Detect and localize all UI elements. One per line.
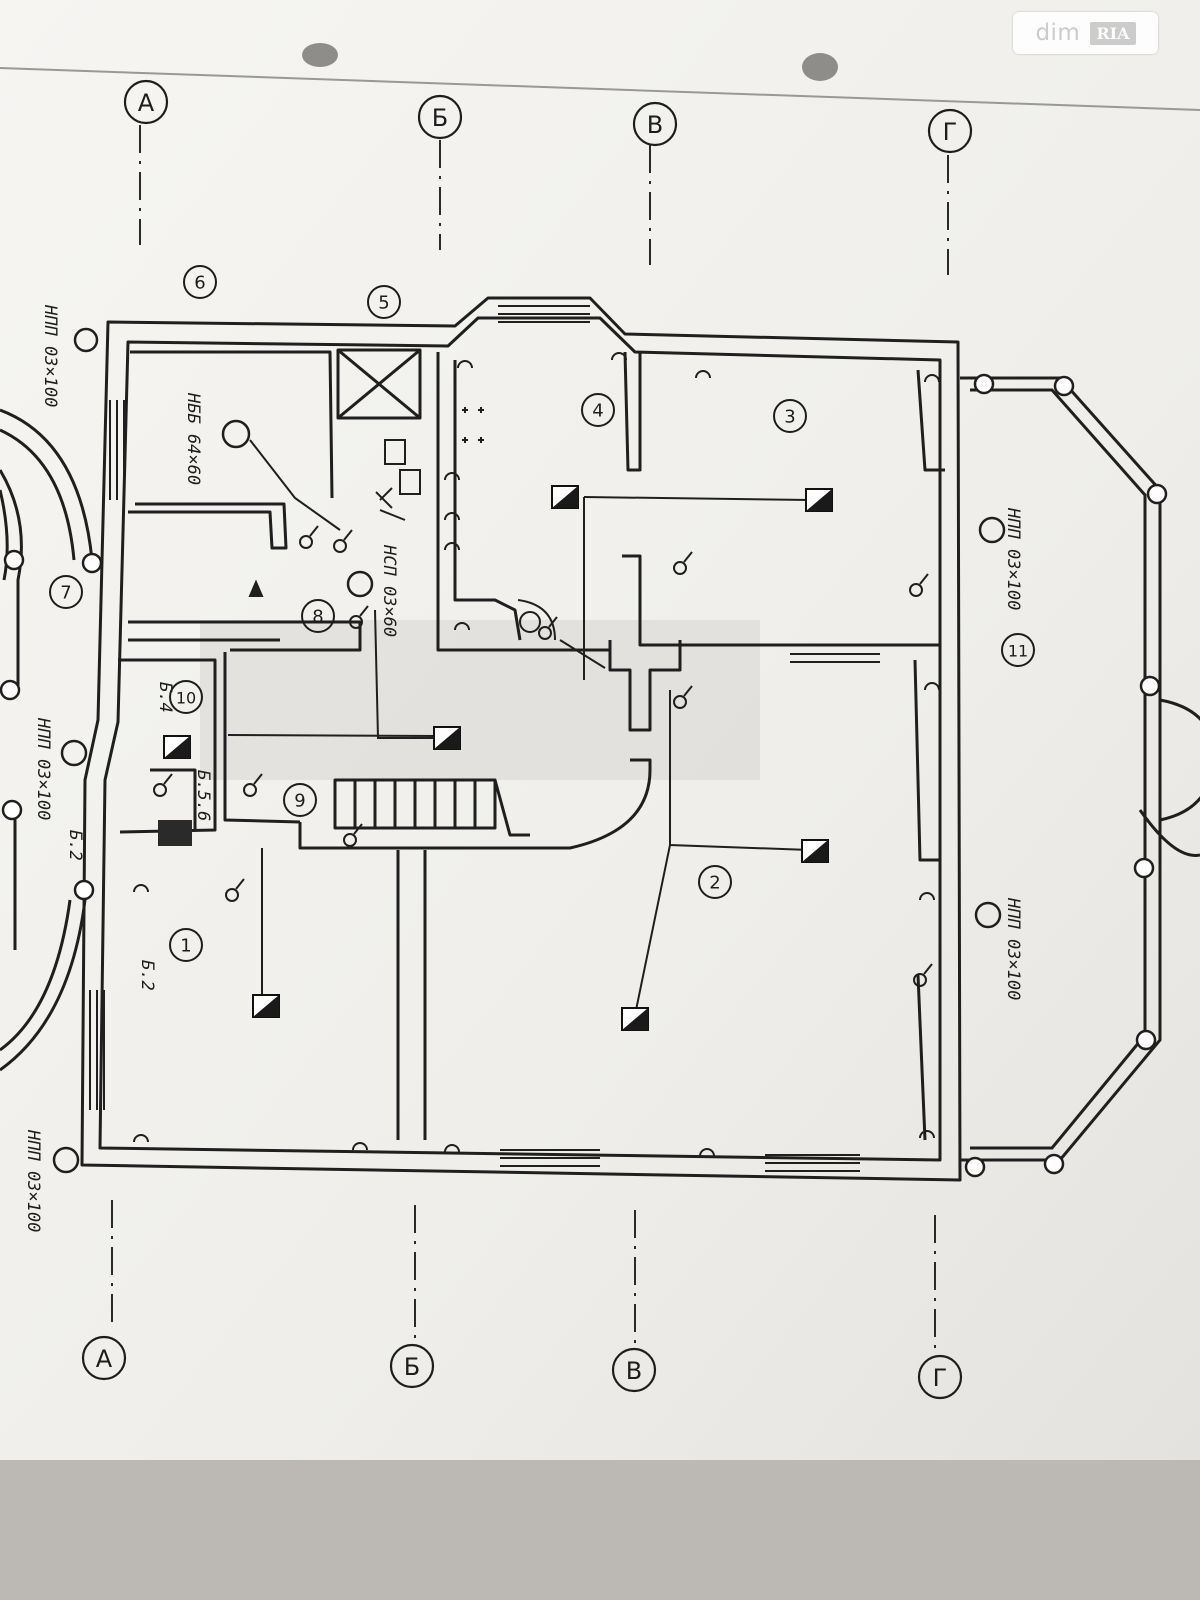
note-room-6: НББ 64×60 — [183, 392, 203, 485]
ceiling-lights — [52, 327, 1006, 1174]
svg-text:10: 10 — [176, 689, 196, 708]
electrical-panels — [158, 485, 833, 1031]
svg-text:А: А — [138, 89, 155, 117]
label-room-1: Б.2 — [137, 960, 157, 991]
svg-text:А: А — [96, 1345, 113, 1373]
room-number-2: 2 — [698, 865, 732, 899]
svg-text:В: В — [626, 1357, 642, 1385]
room-number-4: 4 — [581, 393, 615, 427]
punch-hole — [802, 53, 838, 81]
grid-bubble-bottom-g: Г — [917, 1354, 963, 1400]
watermark-brand: dim — [1035, 20, 1081, 46]
svg-text:9: 9 — [294, 791, 305, 812]
note-room-11-top: НПП 03×100 — [1003, 507, 1023, 610]
note-room-8: НСП 03×60 — [379, 544, 399, 637]
bay-terrace — [960, 376, 1200, 1162]
walls — [80, 296, 962, 1182]
room-number-8: 8 — [301, 599, 335, 633]
svg-text:1: 1 — [180, 936, 191, 957]
table-surface — [0, 1460, 1200, 1600]
svg-text:8: 8 — [312, 607, 323, 628]
wiring — [227, 439, 811, 1016]
svg-text:Г: Г — [933, 1364, 948, 1392]
left-terrace — [0, 408, 94, 1072]
grid-bubble-top-v: В — [632, 101, 678, 147]
grid-bubble-bottom-v: В — [611, 1347, 657, 1393]
svg-text:4: 4 — [592, 401, 603, 422]
svg-text:Г: Г — [943, 118, 958, 146]
svg-text:5: 5 — [378, 293, 389, 314]
kitchen-equipment — [248, 407, 556, 641]
room-number-7: 7 — [49, 575, 83, 609]
svg-text:В: В — [647, 111, 663, 139]
grid-bubble-top-a: А — [123, 79, 169, 125]
label-room-10: Б.4 — [155, 682, 175, 713]
fixture-notes: НПП 03×100 НББ 64×60 НСП 03×60 НПП 03×10… — [23, 304, 1023, 1232]
room-number-5: 5 — [367, 285, 401, 319]
grid-bubble-top-b: Б — [417, 94, 463, 140]
watermark-mark: RIA — [1090, 21, 1136, 45]
left-terrace-columns — [0, 549, 103, 901]
windows — [89, 305, 880, 1172]
grid-lines — [111, 125, 949, 1350]
punch-hole — [302, 43, 338, 67]
svg-text:6: 6 — [194, 273, 205, 294]
room-number-3: 3 — [773, 399, 807, 433]
shadow-band — [200, 620, 760, 780]
switches — [153, 525, 933, 987]
room-number-6: 6 — [183, 265, 217, 299]
note-bottom-left: НПП 03×100 — [23, 1129, 43, 1232]
label-room-10-b: Б.5.6 — [193, 770, 213, 821]
svg-text:Б: Б — [404, 1353, 420, 1381]
svg-text:7: 7 — [60, 583, 71, 604]
note-room-11-bottom: НПП 03×100 — [1003, 897, 1023, 1000]
grid-bubble-top-g: Г — [927, 108, 973, 154]
room-number-1: 1 — [169, 928, 203, 962]
terrace-columns — [964, 373, 1168, 1178]
room-number-10: 10 — [169, 680, 203, 714]
svg-text:11: 11 — [1008, 642, 1028, 661]
svg-text:2: 2 — [709, 873, 720, 894]
sockets — [133, 352, 940, 1157]
label-outside: Б.2 — [65, 830, 85, 861]
paper-fold — [0, 67, 1200, 111]
note-top-left: НПП 03×100 — [40, 304, 60, 407]
svg-text:3: 3 — [784, 407, 795, 428]
note-entrance: НПП 03×100 — [33, 717, 53, 820]
watermark: dim RIA — [1013, 12, 1158, 54]
svg-text:Б: Б — [432, 104, 448, 132]
room-number-9: 9 — [283, 783, 317, 817]
grid-bubble-bottom-b: Б — [389, 1343, 435, 1389]
grid-bubble-bottom-a: А — [81, 1335, 127, 1381]
room-number-11: 11 — [1001, 633, 1035, 667]
